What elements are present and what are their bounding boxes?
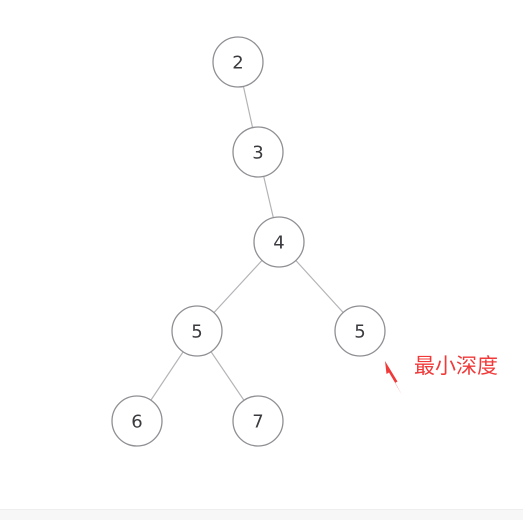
tree-node-circle <box>232 126 284 178</box>
tree-edge <box>263 176 274 218</box>
tree-node-value: 3 <box>252 143 263 164</box>
tree-node-circle <box>171 305 223 357</box>
tree-node-circle <box>212 36 264 88</box>
tree-node: 7 <box>232 395 284 447</box>
min-depth-label: 最小深度 <box>414 354 498 378</box>
tree-node: 4 <box>253 216 305 268</box>
tree-node-value: 2 <box>232 53 243 74</box>
min-depth-annotation: 最小深度 <box>385 354 498 395</box>
tree-node-circle <box>232 395 284 447</box>
tree-node-value: 5 <box>354 322 365 343</box>
tree-edges <box>150 86 344 401</box>
tree-node: 2 <box>212 36 264 88</box>
tree-node-circle <box>334 305 386 357</box>
bottom-divider <box>0 509 523 520</box>
tree-node: 5 <box>334 305 386 357</box>
tree-node-value: 7 <box>252 412 263 433</box>
tree-node-circle <box>111 395 163 447</box>
tree-edge <box>295 260 344 313</box>
tree-node-value: 6 <box>131 412 142 433</box>
tree-edge <box>242 86 254 128</box>
tree-node: 3 <box>232 126 284 178</box>
tree-node: 5 <box>171 305 223 357</box>
tree-edge <box>213 259 263 314</box>
tree-nodes: 2 3 4 5 5 6 7 <box>111 36 386 447</box>
tree-node: 6 <box>111 395 163 447</box>
tree-node-value: 5 <box>191 322 202 343</box>
tree-node-circle <box>253 216 305 268</box>
tree-edge <box>150 351 184 401</box>
red-arrow-icon <box>385 361 402 395</box>
tree-node-value: 4 <box>273 233 284 254</box>
tree-edge <box>210 351 245 401</box>
